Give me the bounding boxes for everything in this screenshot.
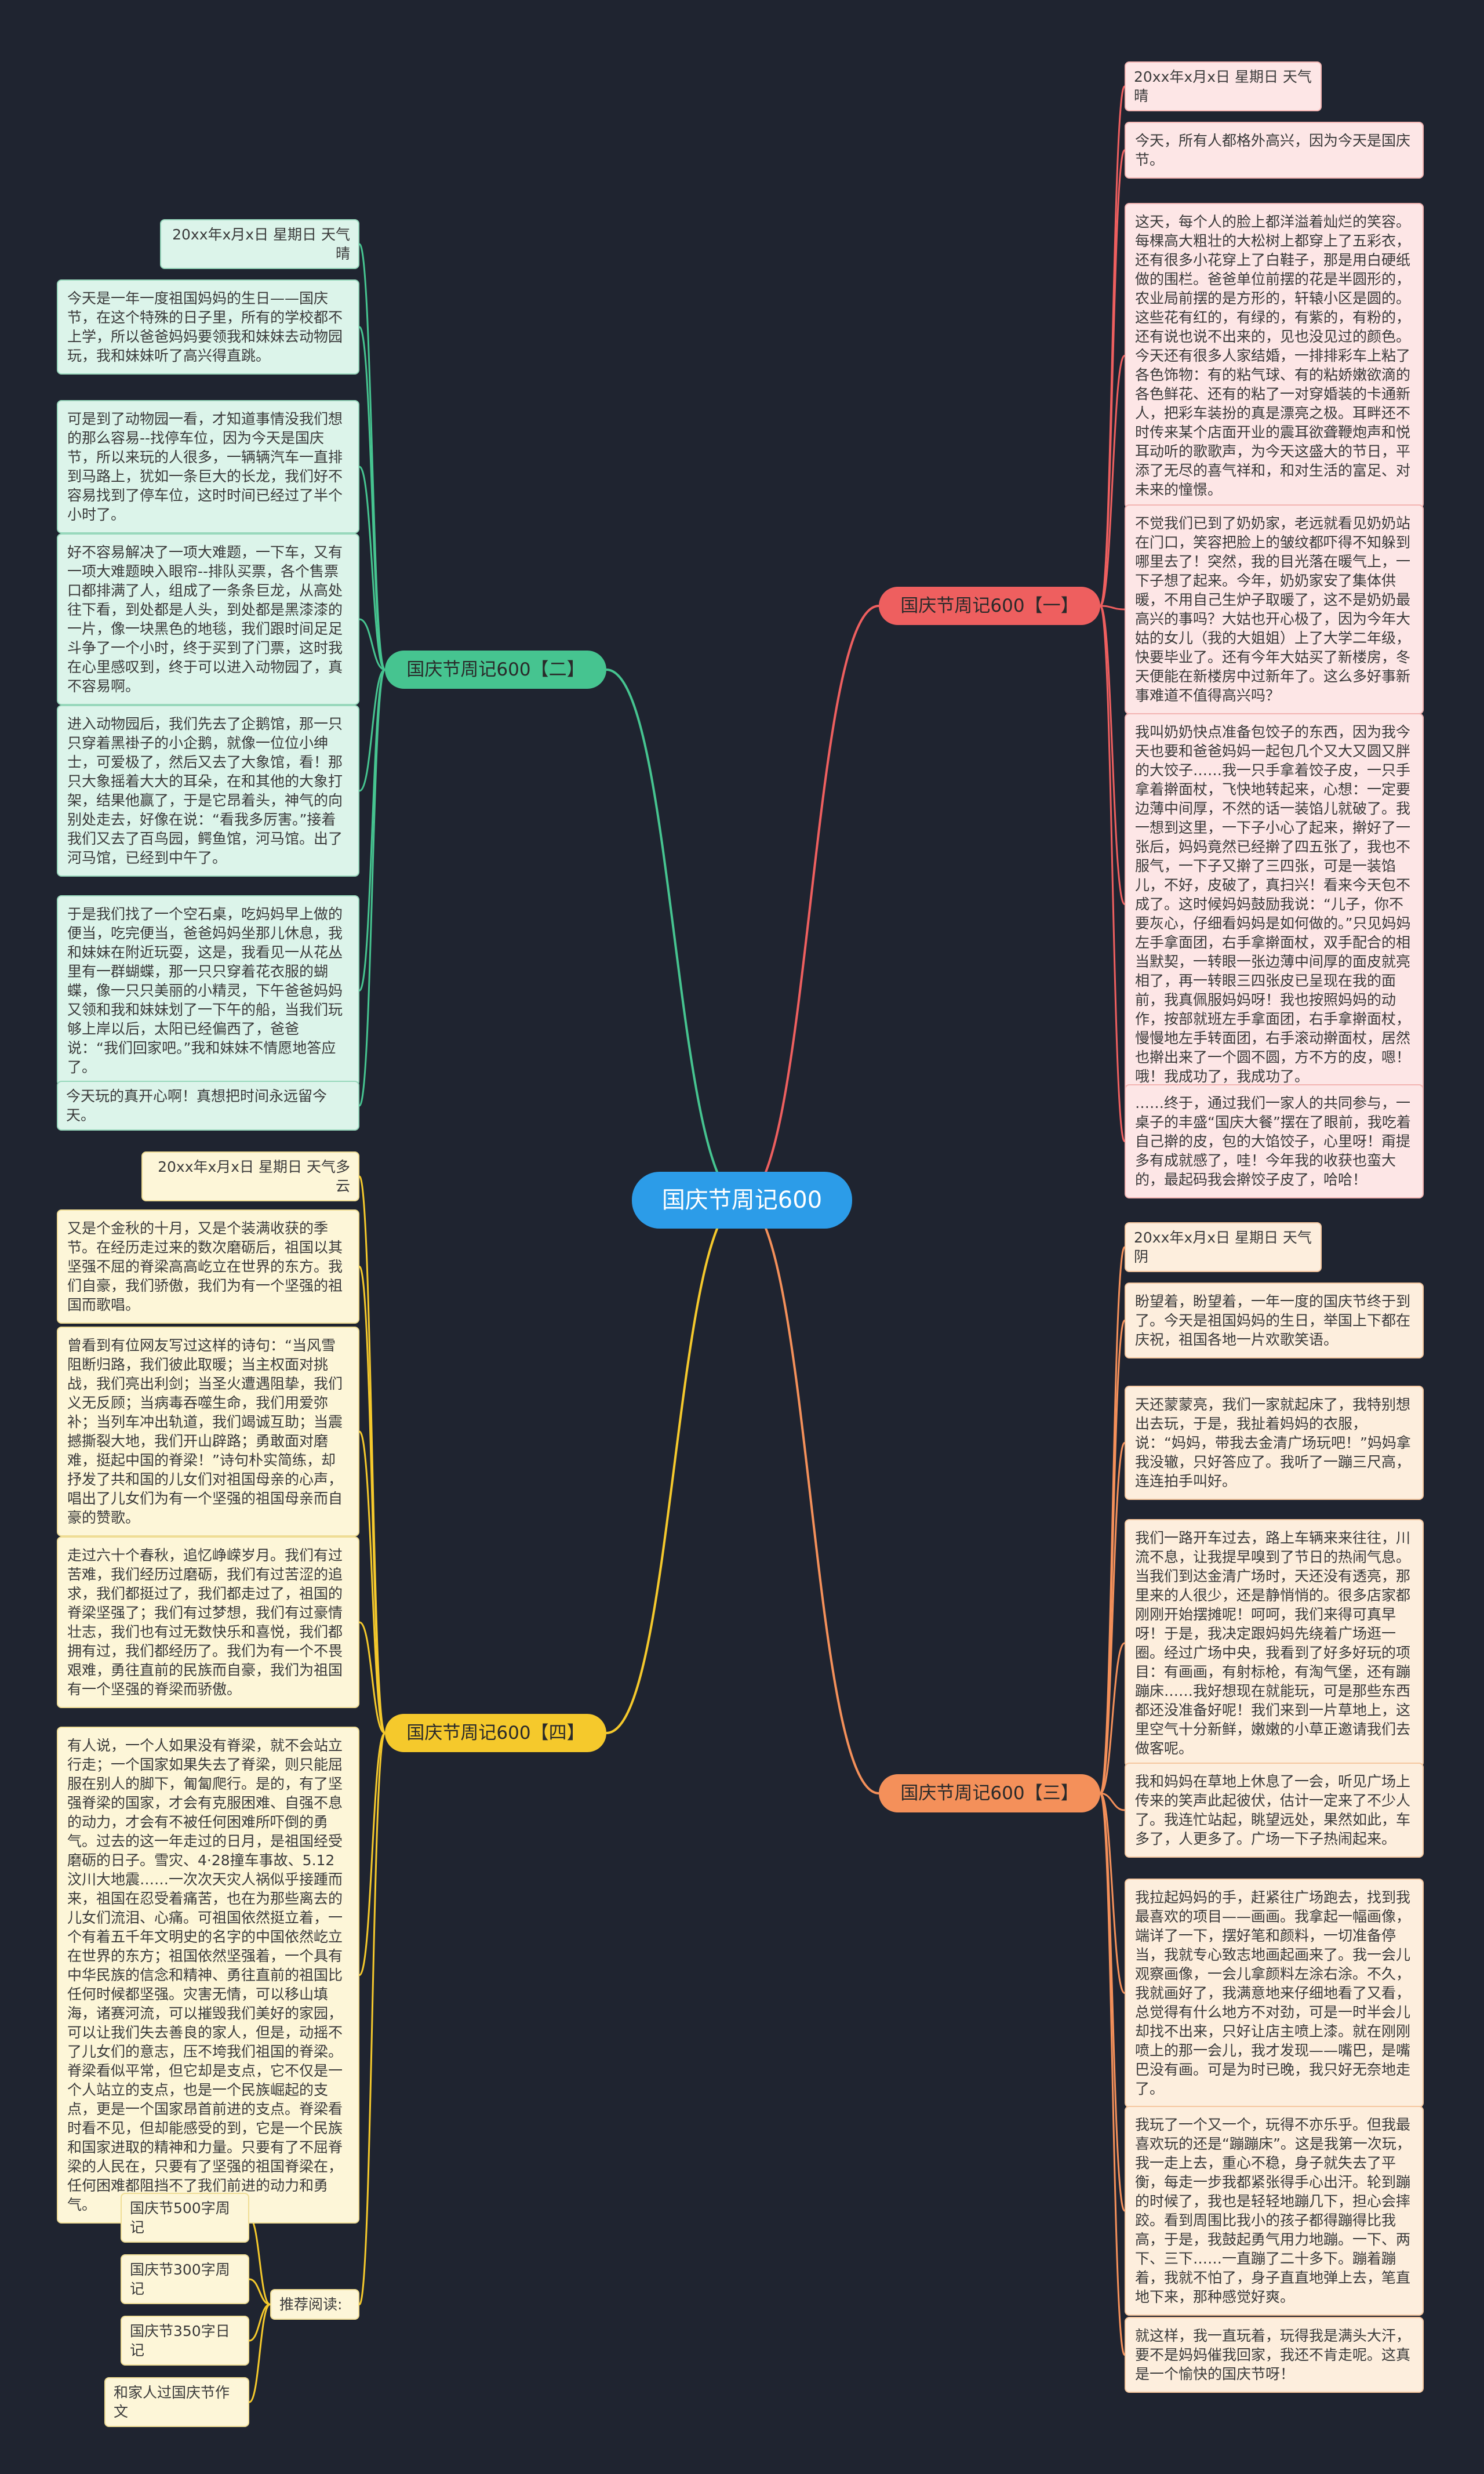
b4-to-y1-line: [358, 1266, 386, 1734]
root-to-b1-line: [741, 605, 879, 1201]
recommend-to-r3-line: [249, 2304, 271, 2403]
b1-card-paragraph-2: 这天，每个人的脸上都洋溢着灿烂的笑容。每棵高大粗壮的大松树上都穿上了五彩衣，还有…: [1125, 203, 1424, 508]
b2-to-g1-line: [358, 326, 386, 671]
b1-card-date: 20xx年x月x日 星期日 天气晴: [1125, 61, 1322, 111]
b3-card-paragraph-2: 天还蒙蒙亮，我们一家就起床了，我特别想出去玩，于是，我扯着妈妈的衣服，说：“妈妈…: [1125, 1386, 1424, 1500]
b2-card-paragraph-3: 好不容易解决了一项大难题，一下车，又有一项大难题映入眼帘--排队买票，各个售票口…: [57, 533, 359, 705]
b4-to-y0-line: [358, 1175, 386, 1734]
b3-to-o4-line: [1100, 1792, 1125, 1811]
branch-topic-2-label: 国庆节周记600【二】: [406, 659, 585, 680]
recommend-link-3[interactable]: 国庆节350字日记: [121, 2316, 249, 2366]
b1-to-d5-line: [1099, 605, 1126, 1142]
b4-card-paragraph-1: 又是个金秋的十月，又是个装满收获的季节。在经历走过来的数次磨砺后，祖国以其坚强不…: [57, 1209, 359, 1324]
b4-card-paragraph-4: 有人说，一个人如果没有脊梁，就不会站立行走；一个国家如果失去了脊梁，则只能屈服在…: [57, 1727, 359, 2224]
b3-card-paragraph-1: 盼望着，盼望着，一年一度的国庆节终于到了。今天是祖国妈妈的生日，举国上下都在庆祝…: [1125, 1283, 1424, 1358]
b2-to-g2-line: [358, 466, 386, 671]
b3-card-date: 20xx年x月x日 星期日 天气阴: [1125, 1222, 1322, 1272]
b1-card-paragraph-5: ……终于，通过我们一家人的共同参与，一桌子的丰盛“国庆大餐”摆在了眼前，我吃着自…: [1125, 1084, 1424, 1198]
b1-to-d4-line: [1099, 605, 1126, 905]
b2-card-paragraph-2: 可是到了动物园一看，才知道事情没我们想的那么容易--找停车位，因为今天是国庆节，…: [57, 400, 359, 533]
b1-card-paragraph-3: 不觉我们已到了奶奶家，老远就看见奶奶站在门口，笑容把脸上的皱纹都吓得不知躲到哪里…: [1125, 504, 1424, 714]
branch-topic-2[interactable]: 国庆节周记600【二】: [385, 651, 606, 689]
b2-to-g6-line: [358, 669, 386, 1107]
branch-topic-3-label: 国庆节周记600【三】: [900, 1782, 1079, 1804]
b3-to-o6-line: [1099, 1792, 1126, 2212]
b4-card-date: 20xx年x月x日 星期日 天气多云: [141, 1151, 359, 1201]
b4-to-y2-line: [358, 1430, 386, 1734]
root-topic[interactable]: 国庆节周记600: [632, 1172, 852, 1229]
b2-card-paragraph-1: 今天是一年一度祖国妈妈的生日——国庆节，在这个特殊的日子里，所有的学校都不上学，…: [57, 279, 359, 375]
root-to-b3-line: [741, 1199, 879, 1794]
b3-card-paragraph-3: 我们一路开车过去，路上车辆来来往往，川流不息，让我提早嗅到了节日的热闹气息。当我…: [1125, 1519, 1424, 1767]
recommend-link-1[interactable]: 国庆节500字周记: [121, 2193, 249, 2243]
b1-card-paragraph-1: 今天，所有人都格外高兴，因为今天是国庆节。: [1125, 122, 1424, 179]
branch-topic-4[interactable]: 国庆节周记600【四】: [385, 1714, 606, 1752]
b3-to-o7-line: [1099, 1792, 1126, 2356]
root-topic-label: 国庆节周记600: [661, 1186, 823, 1214]
b2-to-g0-line: [358, 243, 386, 671]
b4-to-rr-line: [358, 1732, 386, 2305]
root-to-b4-line: [606, 1199, 743, 1734]
b3-card-paragraph-6: 我玩了一个又一个，玩得不亦乐乎。但我最喜欢玩的还是“蹦蹦床”。这是我第一次玩，我…: [1125, 2106, 1424, 2316]
b3-card-paragraph-7: 就这样，我一直玩着，玩得我是满头大汗，要不是妈妈催我回家，我还不肯走呢。这真是一…: [1125, 2317, 1424, 2393]
b4-card-paragraph-3: 走过六十个春秋，追忆峥嵘岁月。我们有过苦难，我们经历过磨砺，我们有过苦涩的追求，…: [57, 1536, 359, 1708]
b1-to-d2-line: [1099, 355, 1126, 607]
b2-card-paragraph-6: 今天玩的真开心啊！真想把时间永远留今天。: [57, 1081, 359, 1131]
branch-topic-3[interactable]: 国庆节周记600【三】: [879, 1774, 1100, 1812]
b3-to-o3-line: [1100, 1642, 1125, 1794]
b2-to-g3-line: [359, 618, 385, 671]
b3-card-paragraph-4: 我和妈妈在草地上休息了一会，听见广场上传来的笑声此起彼伏，估计一定来了不少人了。…: [1125, 1763, 1424, 1858]
b2-card-paragraph-4: 进入动物园后，我们先去了企鹅馆，那一只只穿着黑褂子的小企鹅，就像一位位小绅士，可…: [57, 705, 359, 877]
branch-topic-1-label: 国庆节周记600【一】: [900, 595, 1079, 616]
b2-card-date: 20xx年x月x日 星期日 天气晴: [160, 219, 359, 269]
recommend-to-r2-line: [249, 2304, 271, 2342]
b2-to-g5-line: [358, 669, 386, 991]
b1-to-d1-line: [1099, 149, 1126, 607]
b3-to-o5-line: [1099, 1792, 1126, 1994]
recommend-link-2[interactable]: 国庆节300字周记: [121, 2254, 249, 2304]
b1-card-paragraph-4: 我叫奶奶快点准备包饺子的东西，因为我今天也要和爸爸妈妈一起包几个又大又圆又胖的大…: [1125, 713, 1424, 1095]
b1-to-d3-line: [1100, 605, 1125, 611]
b2-to-g4-line: [359, 669, 385, 792]
b4-to-y4-line: [358, 1732, 386, 1976]
b3-to-o2-line: [1099, 1442, 1126, 1794]
b4-to-y3-line: [359, 1621, 385, 1734]
recommend-to-r1-line: [249, 2278, 271, 2305]
root-to-b2-line: [606, 669, 743, 1201]
branch-topic-1[interactable]: 国庆节周记600【一】: [879, 587, 1100, 625]
branch-topic-4-label: 国庆节周记600【四】: [406, 1722, 585, 1743]
b3-card-paragraph-5: 我拉起妈妈的手，赶紧往广场跑去，找到我最喜欢的项目——画画。我拿起一幅画像，端详…: [1125, 1879, 1424, 2108]
recommend-link-4[interactable]: 和家人过国庆节作文: [104, 2377, 249, 2427]
recommend-label: 推荐阅读:: [270, 2289, 359, 2320]
b2-card-paragraph-5: 于是我们找了一个空石桌，吃妈妈早上做的便当，吃完便当，爸爸妈妈坐那儿休息，我和妹…: [57, 895, 359, 1086]
b4-card-paragraph-2: 曾看到有位网友写过这样的诗句：“当风雪阻断归路，我们彼此取暖；当主权面对挑战，我…: [57, 1327, 359, 1536]
